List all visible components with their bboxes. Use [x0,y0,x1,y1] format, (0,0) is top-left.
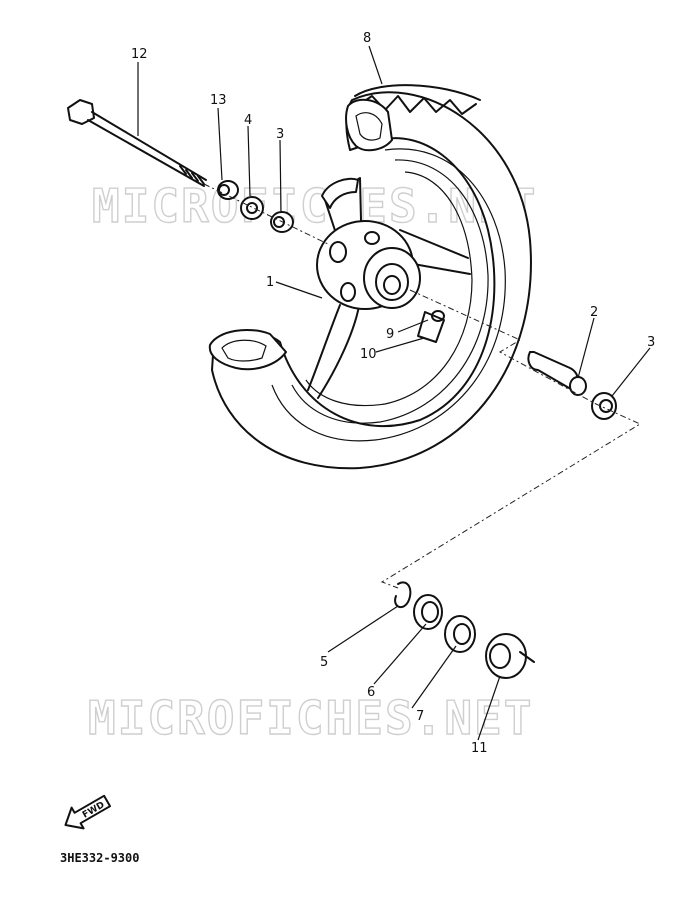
part-4-oil-seal [240,196,264,220]
part-11-collar [485,633,535,679]
part-2-spacer [527,351,587,396]
part-3-bearing-right [591,392,617,420]
callout-4: 4 [244,113,252,128]
callout-7: 7 [416,709,424,724]
rim-line-1 [271,148,506,442]
forward-arrow-icon: FWD [64,794,112,830]
callout-6: 6 [367,685,375,700]
leader-lines [137,45,651,741]
callout-3-left: 3 [276,127,284,142]
diagram-code: 3HE332-9300 [60,851,139,865]
callout-3-right: 3 [647,335,655,350]
part-6-oil-seal [413,594,443,630]
part-9-10-valve [417,310,445,343]
callout-1: 1 [266,275,274,290]
tire-section-top [345,98,393,152]
part-5-circlip [394,581,412,609]
callout-12: 12 [131,47,148,62]
rim-line-3 [305,171,473,407]
part-13-collar [217,180,239,200]
rim-line-2 [291,159,489,424]
callout-9: 9 [386,327,394,342]
watermark-bottom: MICROFICHES.NET [88,691,533,745]
spoke-lower [307,299,361,399]
assembly-line-right [380,289,642,589]
wheel-assembly [208,84,532,470]
callout-2: 2 [590,305,598,320]
callout-10: 10 [360,347,377,362]
part-12-axle [67,99,207,187]
callout-11: 11 [471,741,488,756]
callout-5: 5 [320,655,328,670]
hub-flange [363,247,421,309]
part-7-bearing [444,615,476,653]
callout-13: 13 [210,93,227,108]
spoke-upper-tip [321,177,359,209]
assembly-line-axle [203,183,331,246]
callout-8: 8 [363,31,371,46]
tire-section-bottom [208,328,287,371]
